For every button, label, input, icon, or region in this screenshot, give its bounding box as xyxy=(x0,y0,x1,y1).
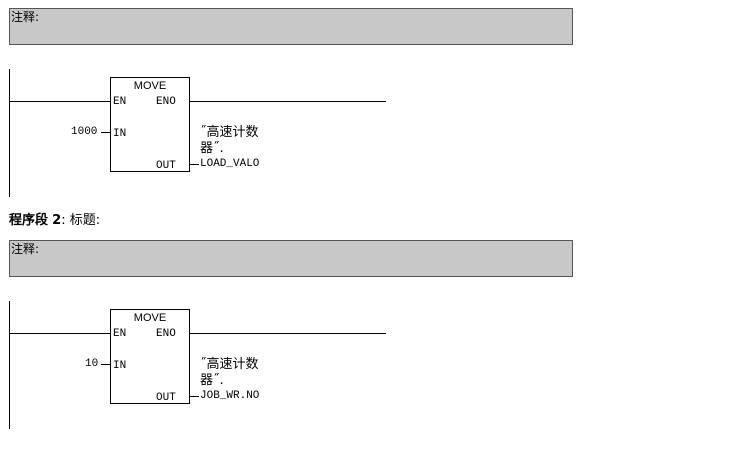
pin-eno: ENO xyxy=(156,328,176,340)
move-block[interactable]: MOVE EN ENO IN OUT xyxy=(110,309,190,404)
out-symbol-line1: ˝高速计数 xyxy=(200,125,259,140)
in-operand[interactable]: 10 xyxy=(85,358,99,370)
network-1-ladder: MOVE EN ENO IN OUT 1000 ˝高速计数 器˝. LOAD_V… xyxy=(0,69,400,209)
pin-en: EN xyxy=(113,96,127,108)
network-1-comment-box[interactable]: 注释: xyxy=(9,8,573,45)
out-wire xyxy=(190,164,199,165)
pin-in: IN xyxy=(113,360,127,372)
segment-title-suffix: : 标题: xyxy=(61,213,101,228)
network-2-ladder: MOVE EN ENO IN OUT 10 ˝高速计数 器˝. JOB_WR.N… xyxy=(0,301,400,441)
pin-out: OUT xyxy=(156,160,176,172)
eno-wire xyxy=(190,101,386,102)
eno-wire xyxy=(190,333,386,334)
out-symbol-line2: 器˝. xyxy=(200,141,224,156)
pin-en: EN xyxy=(113,328,127,340)
move-block-title: MOVE xyxy=(133,312,167,324)
comment-label: 注释: xyxy=(11,242,40,256)
pin-eno: ENO xyxy=(156,96,176,108)
en-wire xyxy=(9,101,110,102)
power-rail xyxy=(9,301,10,429)
out-wire xyxy=(190,396,199,397)
out-symbol-line1: ˝高速计数 xyxy=(200,357,259,372)
pin-out: OUT xyxy=(156,392,176,404)
pin-in: IN xyxy=(113,128,127,140)
segment-number: 2 xyxy=(52,213,62,228)
power-rail xyxy=(9,69,10,197)
comment-label: 注释: xyxy=(11,10,40,24)
segment-2-title[interactable]: 程序段 2: 标题: xyxy=(9,213,100,229)
segment-label: 程序段 xyxy=(9,213,49,228)
in-wire xyxy=(101,132,110,133)
out-operand[interactable]: JOB_WR.NO xyxy=(200,390,260,402)
in-wire xyxy=(101,364,110,365)
en-wire xyxy=(9,333,110,334)
out-operand[interactable]: LOAD_VALO xyxy=(200,158,260,170)
out-symbol-line2: 器˝. xyxy=(200,373,224,388)
in-operand[interactable]: 1000 xyxy=(71,126,98,138)
move-block-title: MOVE xyxy=(133,80,167,92)
move-block[interactable]: MOVE EN ENO IN OUT xyxy=(110,77,190,172)
network-2-comment-box[interactable]: 注释: xyxy=(9,240,573,277)
